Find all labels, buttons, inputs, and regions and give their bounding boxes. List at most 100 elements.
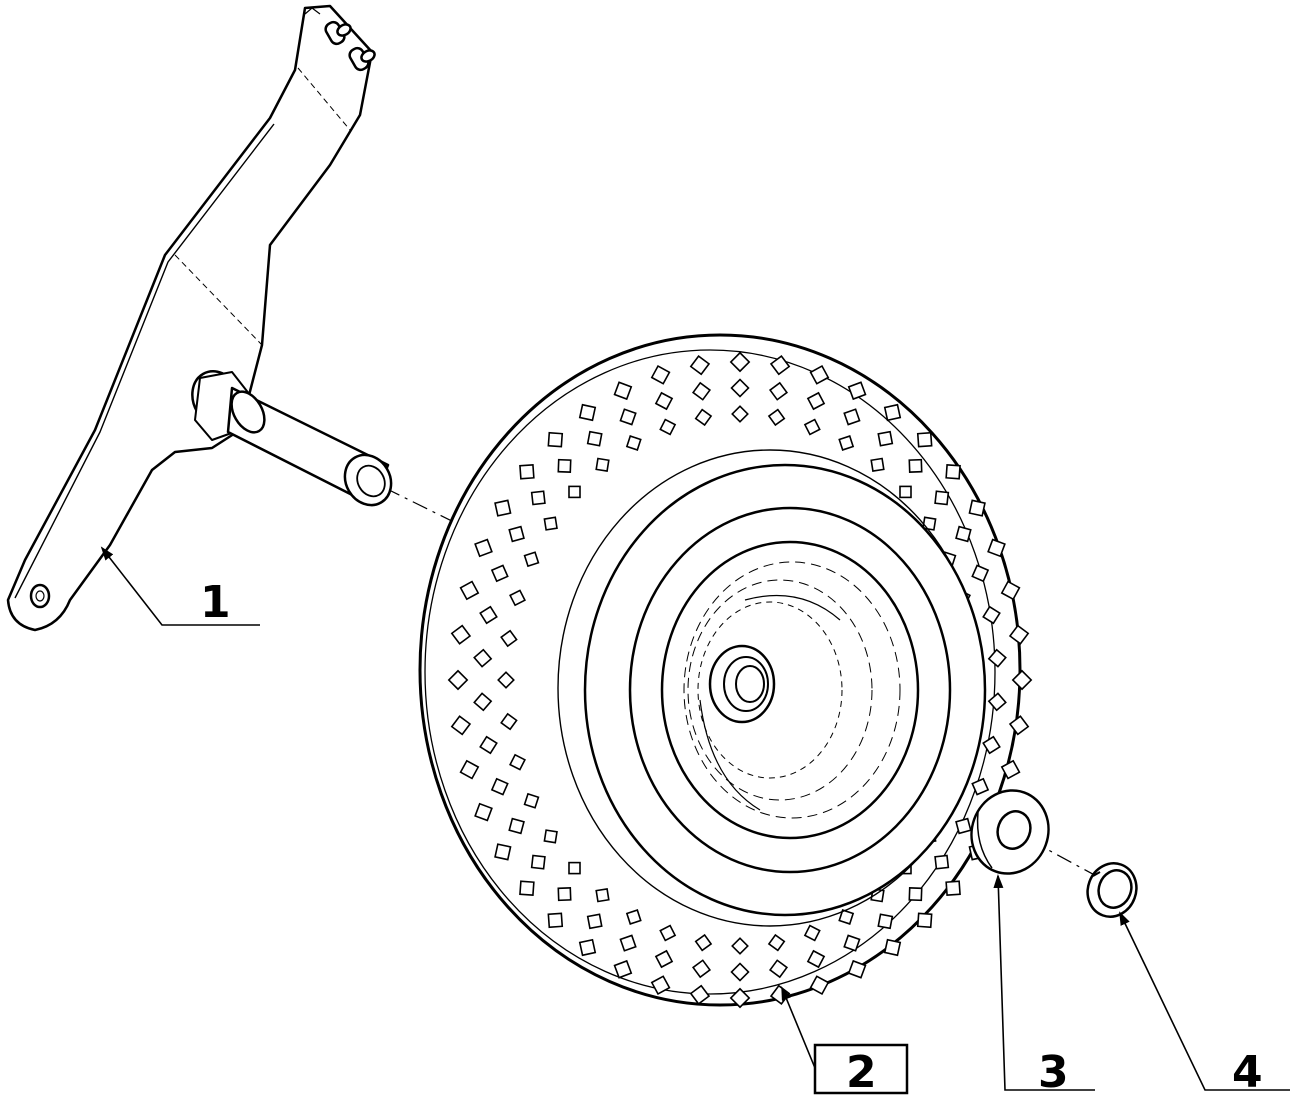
tread-block	[595, 457, 610, 473]
tread-block	[568, 485, 581, 499]
tread-block	[494, 843, 512, 861]
tread-block	[689, 354, 711, 376]
callout-2-label: 2	[846, 1047, 877, 1098]
rim-face	[660, 540, 920, 840]
tread-block	[508, 817, 525, 835]
tread-block	[586, 430, 603, 447]
tread-block	[934, 490, 950, 506]
tread-block	[730, 962, 750, 982]
tread-block	[613, 381, 633, 401]
rim-face-inner	[683, 561, 901, 819]
axle-arm	[6, 4, 393, 632]
tread-block	[689, 984, 711, 1006]
tread-block	[450, 624, 472, 645]
tread-block	[945, 463, 961, 480]
wheel	[418, 333, 1033, 1009]
tread-block	[691, 381, 712, 401]
washer	[970, 789, 1050, 875]
tread-block	[625, 909, 642, 925]
tread-block	[730, 378, 750, 398]
tread-block	[578, 403, 597, 422]
tread-block	[619, 408, 637, 426]
tread-block	[694, 933, 713, 952]
tread-block	[509, 753, 526, 771]
tread-block	[500, 629, 518, 648]
tread-block	[654, 949, 674, 969]
tread-block	[731, 405, 749, 423]
tread-block	[474, 802, 493, 822]
tread-block	[543, 829, 558, 844]
tread-block	[494, 499, 512, 517]
tread-block	[877, 913, 894, 930]
tread-block	[654, 391, 674, 411]
retaining-ring	[1086, 862, 1138, 918]
tread-block	[530, 854, 546, 870]
tread-block	[500, 712, 518, 731]
tread-block	[619, 934, 637, 952]
tread-block	[806, 391, 826, 411]
tread-block	[659, 418, 677, 436]
tread-block	[883, 938, 902, 957]
tread-block	[595, 887, 610, 903]
tread-block	[523, 792, 540, 809]
tread-block	[729, 351, 751, 373]
rim-hidden-edge	[687, 579, 873, 801]
tread-block	[1000, 759, 1021, 780]
tire-back-edge	[424, 349, 996, 995]
tread-block	[459, 580, 480, 601]
tread-block	[447, 669, 469, 691]
tread-block	[982, 735, 1001, 755]
tread-block	[987, 538, 1006, 558]
tread-block	[838, 435, 855, 451]
callout-4-leader	[1119, 911, 1290, 1091]
tread-block	[557, 887, 572, 902]
tread-block	[450, 715, 472, 736]
tread-block	[955, 817, 972, 835]
tread-block	[625, 435, 642, 451]
tread-block	[838, 909, 855, 925]
tread-block	[530, 490, 546, 506]
tread-block	[543, 516, 558, 531]
tread-block	[509, 589, 526, 607]
tread-block	[568, 861, 581, 875]
tread-block	[916, 912, 933, 929]
tread-block	[767, 933, 786, 952]
tread-block	[987, 692, 1007, 712]
tread-block	[508, 525, 525, 543]
tread-block	[613, 959, 633, 979]
tread-block	[769, 354, 791, 376]
tread-block	[955, 525, 972, 543]
wheel-hub	[708, 644, 776, 724]
tread-block	[519, 463, 535, 480]
tread-block	[877, 430, 894, 447]
tread-block	[473, 692, 493, 712]
tread-block	[1008, 624, 1030, 645]
callout-leaders	[100, 546, 1290, 1091]
tread-block	[806, 949, 826, 969]
tread-block	[847, 381, 867, 401]
tread-block	[968, 499, 986, 517]
callout-3-leader	[993, 874, 1095, 1091]
tread-block	[479, 605, 498, 625]
tread-block	[768, 381, 789, 401]
tire-tread-blocks	[447, 351, 1033, 1009]
callout-1-label: 1	[200, 577, 231, 628]
tread-block	[729, 987, 751, 1009]
tread-block	[490, 564, 509, 583]
rim	[583, 463, 987, 917]
tread-block	[916, 431, 933, 448]
tread-block	[971, 564, 990, 583]
tread-block	[908, 887, 923, 902]
tread-block	[547, 912, 564, 929]
tread-block	[694, 408, 713, 427]
tread-block	[843, 934, 861, 952]
tread-block	[1008, 715, 1030, 736]
tread-block	[803, 924, 821, 942]
tread-block	[908, 458, 923, 473]
tread-block	[557, 458, 572, 473]
callout-3-label: 3	[1038, 1047, 1069, 1098]
tread-block	[547, 431, 564, 448]
tread-block	[1011, 669, 1033, 691]
hub-bore	[735, 665, 765, 703]
tread-block	[934, 854, 950, 870]
